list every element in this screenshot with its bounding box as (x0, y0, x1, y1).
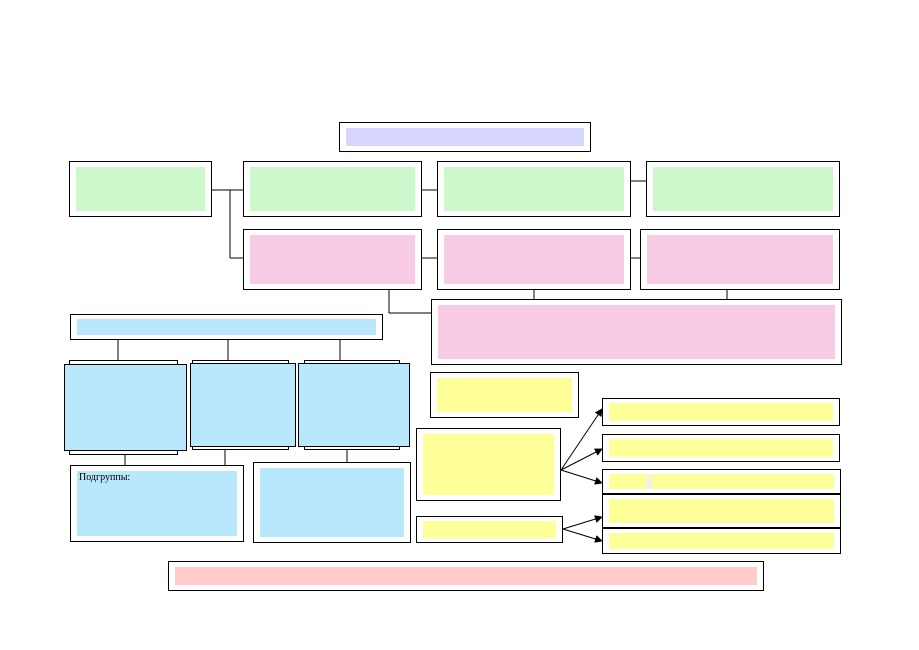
yellow-fill (423, 521, 556, 538)
yellow-box-bottom (416, 516, 563, 543)
pink-box-1 (243, 229, 422, 290)
blue-header-box (70, 314, 383, 340)
blue-fill (77, 471, 237, 536)
green-fill (250, 167, 415, 211)
blue-fill (77, 319, 376, 335)
yellow-box-middle (416, 428, 561, 501)
yellow-fill (609, 533, 834, 549)
arrow (560, 408, 603, 471)
green-box-1 (69, 161, 212, 217)
yellow-fill (423, 434, 554, 495)
subgroups-label: Подгруппы: (79, 472, 131, 483)
green-fill (444, 167, 624, 211)
yellow-fill (609, 474, 834, 489)
blue-box-2 (190, 363, 296, 447)
pink-fill (250, 235, 415, 284)
arrow (562, 528, 603, 543)
blue-box-bottom-2 (253, 462, 411, 543)
green-box-3 (437, 161, 631, 217)
salmon-fill (175, 567, 757, 585)
cursor-marker (646, 475, 652, 489)
pink-box-2 (437, 229, 631, 290)
blue-box-3 (298, 363, 410, 447)
yellow-target-3 (602, 469, 841, 494)
yellow-target-4 (602, 494, 841, 528)
footer-box (168, 561, 764, 591)
arrow (562, 515, 603, 530)
pink-fill (444, 235, 624, 284)
pink-box-wide (431, 299, 842, 365)
arrow (560, 469, 603, 485)
yellow-fill (609, 403, 833, 421)
arrow (560, 448, 603, 471)
title-box (339, 122, 591, 152)
yellow-target-2 (602, 434, 840, 462)
blue-box-1 (64, 364, 187, 451)
yellow-fill (609, 439, 833, 457)
yellow-fill (437, 378, 572, 412)
pink-fill (647, 235, 833, 284)
subgroups-box: Подгруппы: (70, 465, 244, 542)
yellow-target-1 (602, 398, 840, 426)
pink-fill (438, 305, 835, 359)
yellow-fill (609, 499, 834, 523)
green-box-2 (243, 161, 422, 217)
yellow-box-top (430, 372, 579, 418)
yellow-target-5 (602, 528, 841, 554)
blue-fill (260, 468, 404, 537)
green-box-4 (646, 161, 840, 217)
green-fill (653, 167, 833, 211)
green-fill (76, 167, 205, 211)
title-fill (346, 128, 584, 146)
pink-box-3 (640, 229, 840, 290)
